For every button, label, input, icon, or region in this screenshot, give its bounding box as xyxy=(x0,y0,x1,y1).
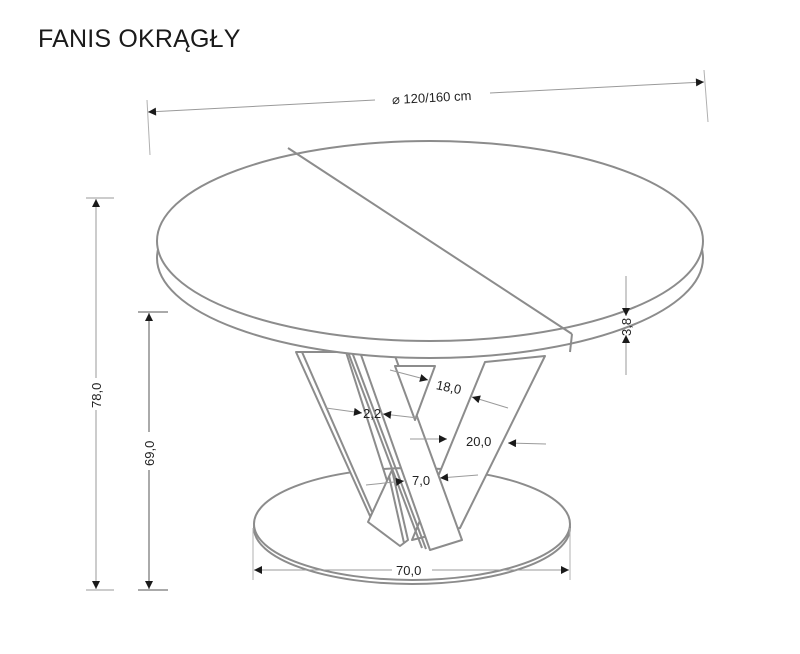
product-title: FANIS OKRĄGŁY xyxy=(38,25,241,53)
top-thickness-label: 3,8 xyxy=(619,318,634,336)
total-height-dimension: 78,0 xyxy=(86,197,114,591)
diameter-label: ⌀ 120/160 cm xyxy=(392,88,472,107)
leg-height-label: 69,0 xyxy=(142,441,157,466)
leg-bottom-width-label: 7,0 xyxy=(412,473,430,488)
top-thickness-dimension: 3,8 xyxy=(619,276,634,375)
leg-top-width-label: 18,0 xyxy=(435,377,463,397)
total-height-label: 78,0 xyxy=(89,383,104,408)
diameter-dimension: ⌀ 120/160 cm xyxy=(146,69,709,156)
leg-width-label: 20,0 xyxy=(466,434,491,449)
base-diameter-label: 70,0 xyxy=(396,563,421,578)
leg-height-dimension: 69,0 xyxy=(138,311,168,591)
base-diameter-dimension: 70,0 xyxy=(252,528,571,580)
table-top xyxy=(156,140,704,359)
leg-gap-label: 2,2 xyxy=(363,406,381,421)
leg-dimensions: 18,0 2,2 20,0 7,0 xyxy=(325,369,547,488)
table-legs xyxy=(295,351,546,551)
